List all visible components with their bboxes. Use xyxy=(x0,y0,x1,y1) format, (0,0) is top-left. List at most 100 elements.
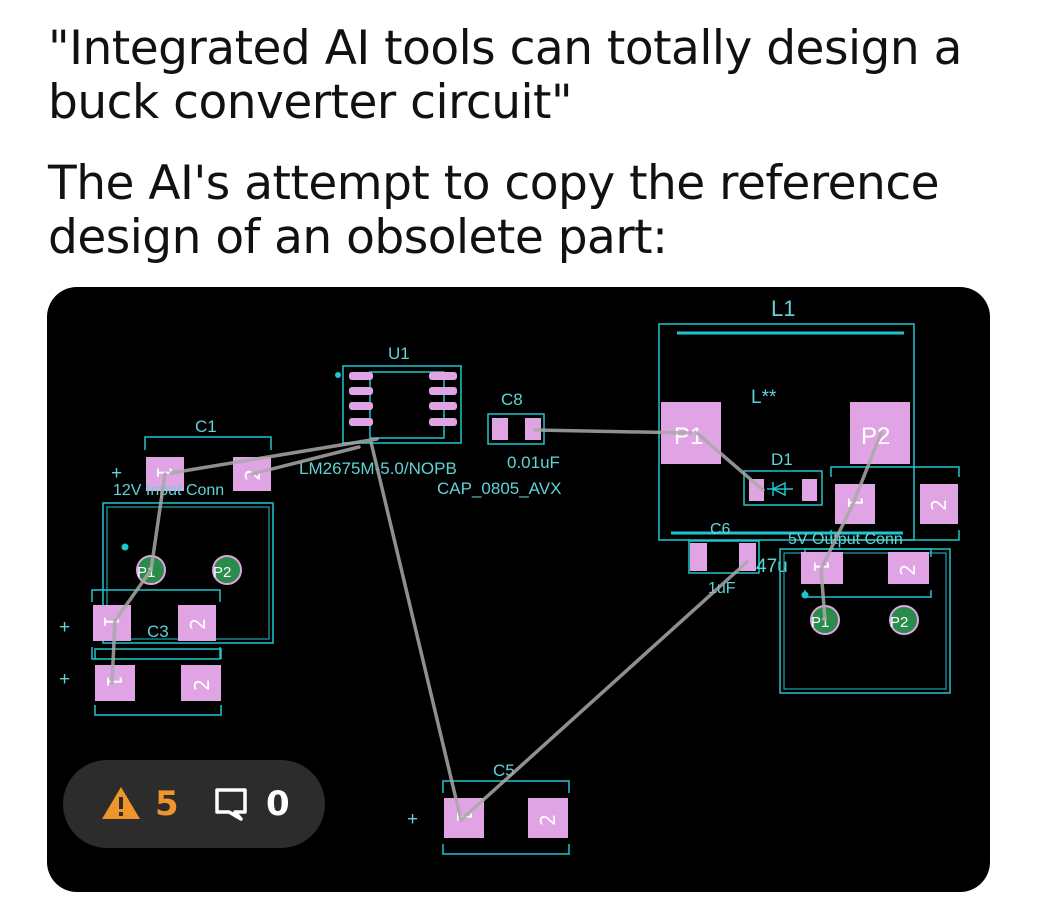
input-connector-pad-p2 xyxy=(212,555,242,585)
u1-pin1-marker xyxy=(335,372,341,378)
c3-courtyard xyxy=(91,589,221,602)
c5-pad-2 xyxy=(528,798,568,838)
u1-reference-label: U1 xyxy=(388,344,410,363)
c3-courtyard xyxy=(91,647,221,660)
airwire xyxy=(459,560,749,822)
d1-pad xyxy=(749,479,764,501)
unlabeled-capacitor-courtyard xyxy=(94,648,222,659)
c3-pad-1 xyxy=(93,605,131,641)
u1-pad xyxy=(429,418,457,426)
warning-triangle-icon[interactable] xyxy=(101,785,141,821)
c6-footprint[interactable]: C6 1uF xyxy=(688,521,760,597)
output-connector-pad-p2-label: P2 xyxy=(890,614,908,631)
airwire xyxy=(851,431,883,506)
airwire xyxy=(110,619,117,685)
input-connector-pin1-marker xyxy=(121,543,129,551)
input-connector-label: 12V Input Conn xyxy=(113,482,224,499)
drc-status-pill[interactable]: 5 0 xyxy=(63,760,325,848)
unlabeled-capacitor-pad-1-label: 1 xyxy=(102,675,126,687)
u1-pad xyxy=(349,418,373,426)
airwire xyxy=(369,440,463,822)
c5-reference-label: C5 xyxy=(493,761,515,780)
airwire xyxy=(250,445,361,476)
output-connector-pad-p2 xyxy=(889,605,919,635)
u1-pad xyxy=(429,402,457,410)
output-connector-pad-p1-label: P1 xyxy=(811,614,829,631)
u1-pad xyxy=(349,372,373,380)
d1-footprint[interactable]: D1 xyxy=(743,450,823,506)
unlabeled-capacitor-pad-2-label: 2 xyxy=(190,679,214,691)
c1-pad-1-label: 1 xyxy=(152,466,176,478)
c6-reference-label: C6 xyxy=(710,521,731,538)
unlabeled-capacitor-courtyard xyxy=(94,705,222,716)
airwire xyxy=(169,437,379,475)
diode-symbol-icon xyxy=(767,481,793,497)
c5-footprint[interactable]: C5 + 1 2 xyxy=(407,761,570,855)
meme-headline: "Integrated AI tools can totally design … xyxy=(48,21,962,130)
input-connector-outline xyxy=(102,502,274,644)
l1-value-label: L** xyxy=(751,387,777,408)
unlabeled-capacitor-pad-1 xyxy=(95,665,135,701)
output-connector-label: 5V Output Conn xyxy=(788,531,903,548)
c3-footprint[interactable]: + 1 C3 2 xyxy=(59,589,221,660)
output-connector-inner-outline xyxy=(783,552,947,690)
d1-pad xyxy=(802,479,817,501)
d1-courtyard xyxy=(743,470,823,506)
u1-pad xyxy=(429,372,457,380)
c5-plus-marker: + xyxy=(407,809,418,830)
output-capacitor-value-label: 47u xyxy=(756,556,788,577)
unlabeled-capacitor-plus-marker: + xyxy=(59,669,70,690)
u1-pad xyxy=(429,387,457,395)
airwire xyxy=(695,431,765,492)
c8-footprint[interactable]: C8 0.01uF CAP_0805_AVX xyxy=(437,390,561,498)
u1-pad xyxy=(349,387,373,395)
c8-pad xyxy=(525,418,541,440)
unlabeled-capacitor-footprint[interactable]: + 1 2 xyxy=(59,648,222,716)
warning-count: 5 xyxy=(155,784,179,824)
c3-plus-marker: + xyxy=(59,617,70,638)
c1-courtyard xyxy=(144,436,272,450)
output-capacitor-courtyard xyxy=(830,466,960,477)
u1-pad xyxy=(349,402,373,410)
c8-value-label: 0.01uF xyxy=(507,453,560,472)
comment-count: 0 xyxy=(266,784,290,824)
u1-courtyard xyxy=(342,365,462,444)
c1-reference-label: C1 xyxy=(195,417,217,436)
c5-pad-2-label: 2 xyxy=(536,814,560,826)
meme-subline: The AI's attempt to copy the reference d… xyxy=(48,156,940,265)
c6-pad xyxy=(690,543,707,571)
d1-reference-label: D1 xyxy=(771,450,793,469)
output-capacitor-pad-1 xyxy=(835,484,875,524)
c8-pad xyxy=(492,418,508,440)
c3-reference-label: C3 xyxy=(147,622,169,641)
input-connector-pad-p2-label: P2 xyxy=(213,564,231,581)
output-connector-pad-b xyxy=(888,552,929,584)
c1-footprint[interactable]: C1 + 1 2 12V Input Conn xyxy=(111,417,272,499)
airwire xyxy=(149,472,167,572)
unlabeled-capacitor-pad-2 xyxy=(181,665,221,701)
airwire xyxy=(819,502,855,571)
c3-pad-2-label: 2 xyxy=(186,618,210,630)
airwire xyxy=(113,568,153,623)
c1-plus-marker: + xyxy=(111,463,122,484)
ratsnest-airwires xyxy=(110,428,883,822)
output-connector-footprint[interactable]: 5V Output Conn 1 2 P1 P2 xyxy=(779,531,951,694)
airwire xyxy=(819,567,827,622)
airwire xyxy=(533,428,693,435)
c5-courtyard xyxy=(442,844,570,855)
output-connector-pin1-marker xyxy=(801,591,809,599)
l1-footprint[interactable]: L1 L** P1 P2 xyxy=(658,296,915,541)
pcb-layout-screenshot: U1 LM2675M-5.0/NOPB C8 0.01uF CAP_0805_A… xyxy=(47,287,990,892)
c3-pad-2 xyxy=(178,605,216,641)
l1-reference-label: L1 xyxy=(771,296,795,321)
output-connector-pad-b-label: 2 xyxy=(896,564,920,576)
c5-courtyard xyxy=(442,780,570,793)
output-capacitor-courtyard xyxy=(830,530,960,541)
output-capacitor-pad-2 xyxy=(920,484,958,524)
output-capacitor-pad-2-label: 2 xyxy=(927,499,951,511)
u1-footprint[interactable]: U1 LM2675M-5.0/NOPB xyxy=(299,344,462,478)
c6-courtyard xyxy=(688,540,760,574)
comment-icon[interactable] xyxy=(213,786,249,822)
c8-reference-label: C8 xyxy=(501,390,523,409)
pcb-canvas: U1 LM2675M-5.0/NOPB C8 0.01uF CAP_0805_A… xyxy=(59,296,960,855)
